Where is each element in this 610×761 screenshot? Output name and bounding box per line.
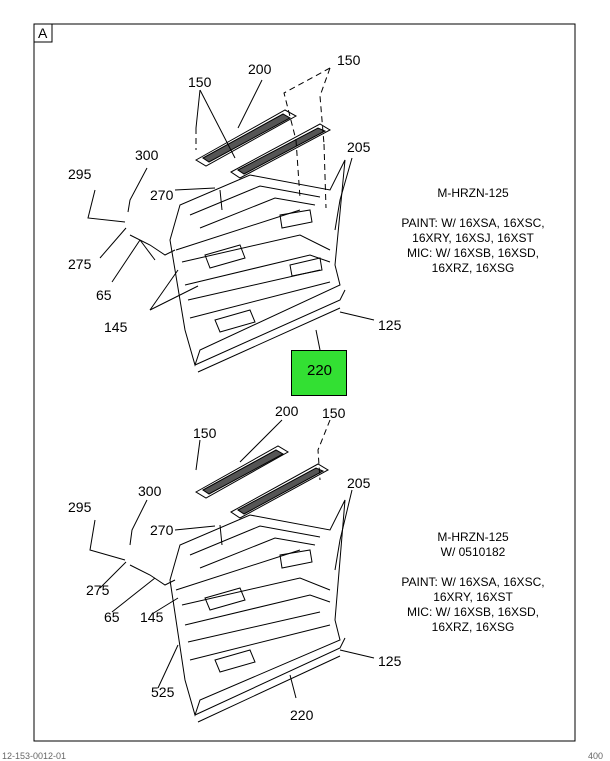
callout-200: 200 [248, 61, 272, 77]
mic-line-2: 16XRZ, 16XSG [431, 620, 515, 634]
top-assembly [87, 67, 375, 373]
footer-page-number: 400 [588, 751, 604, 761]
callout-300: 300 [135, 147, 159, 163]
callout-205: 205 [347, 475, 371, 491]
top-step-pad-lower [230, 123, 332, 179]
frame-label-box [33, 23, 53, 43]
paint-line-1: PAINT: W/ 16XSA, 16XSC, [401, 575, 545, 589]
callout-65: 65 [96, 287, 112, 303]
callout-300: 300 [138, 483, 162, 499]
frame-label: A [38, 25, 48, 41]
bottom-assembly [89, 419, 375, 723]
mic-line-2: 16XRZ, 16XSG [431, 261, 515, 275]
callout-220-highlighted: 220 [307, 362, 333, 379]
mic-line-1: MIC: W/ 16XSB, 16XSD, [406, 246, 540, 260]
bottom-leader-lines [89, 419, 375, 699]
bottom-step-pad-lower [230, 463, 330, 519]
callout-145: 145 [140, 609, 164, 625]
model-code: M-HRZN-125 [437, 186, 509, 200]
callout-220: 220 [290, 707, 314, 723]
callout-275: 275 [68, 256, 92, 272]
mic-line-1: MIC: W/ 16XSB, 16XSD, [406, 605, 540, 619]
callout-150: 150 [193, 425, 217, 441]
callout-200: 200 [275, 403, 299, 419]
callout-65: 65 [104, 609, 120, 625]
model-code: M-HRZN-125 [437, 530, 509, 544]
callout-295: 295 [68, 166, 92, 182]
callout-150: 150 [188, 74, 212, 90]
with-part: W/ 0510182 [440, 545, 506, 559]
top-model-note: M-HRZN-125 PAINT: W/ 16XSA, 16XSC, 16XRY… [383, 186, 563, 276]
callout-125: 125 [378, 653, 402, 669]
top-step-body [129, 159, 346, 373]
paint-line-1: PAINT: W/ 16XSA, 16XSC, [401, 216, 545, 230]
top-step-pad-upper [195, 109, 298, 167]
bottom-step-pad-upper [195, 445, 289, 499]
callout-150: 150 [337, 52, 361, 68]
top-leader-lines [87, 67, 375, 351]
callout-270: 270 [150, 522, 174, 538]
diagram-border [33, 23, 576, 742]
bottom-model-note: M-HRZN-125 W/ 0510182 PAINT: W/ 16XSA, 1… [383, 530, 563, 635]
callout-145: 145 [104, 319, 128, 335]
callout-270: 270 [150, 187, 174, 203]
footer-drawing-number: 12-153-0012-01 [2, 751, 67, 761]
callout-295: 295 [68, 499, 92, 515]
callout-150: 150 [322, 405, 346, 421]
bottom-step-body [129, 499, 346, 723]
paint-line-2: 16XRY, 16XST [433, 590, 513, 604]
highlighted-callout-box[interactable]: 220 [291, 350, 347, 396]
callout-125: 125 [378, 317, 402, 333]
callout-275: 275 [86, 582, 110, 598]
paint-line-2: 16XRY, 16XSJ, 16XST [412, 231, 534, 245]
callout-525: 525 [151, 684, 175, 700]
callout-205: 205 [347, 139, 371, 155]
